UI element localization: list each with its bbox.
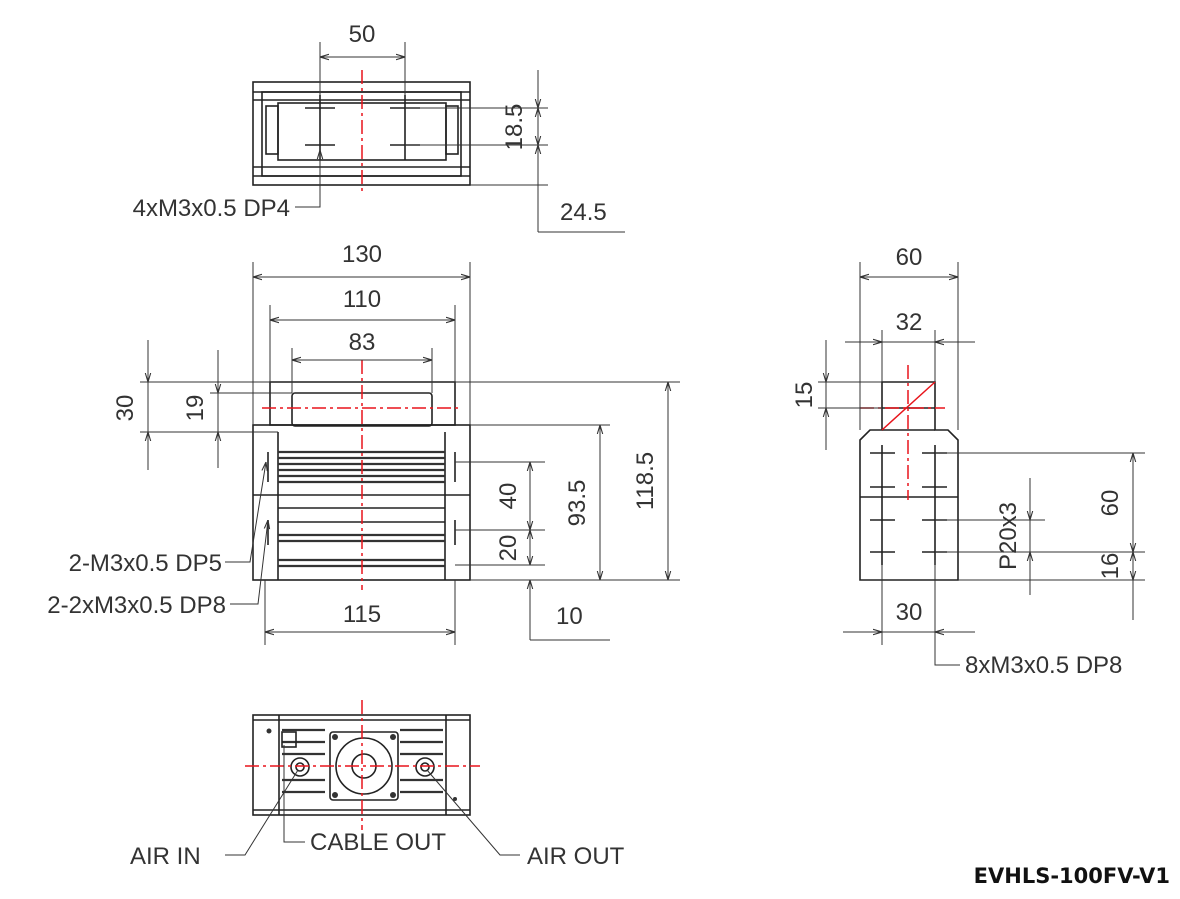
- dim-10: 10: [556, 603, 583, 630]
- bottom-view: AIR IN CABLE OUT AIR OUT: [130, 700, 625, 870]
- dim-32: 32: [896, 309, 923, 336]
- dim-20: 20: [495, 535, 522, 562]
- dim-60-right: 60: [1097, 490, 1124, 517]
- dim-50: 50: [349, 21, 376, 48]
- side-view: 60 32 15 60 16 P20x3 30 8xM3x0.5 DP8: [791, 244, 1145, 679]
- air-out-label: AIR OUT: [527, 843, 625, 870]
- dim-130: 130: [342, 241, 382, 268]
- cable-out-label: CABLE OUT: [310, 829, 446, 856]
- air-in-label: AIR IN: [130, 843, 201, 870]
- dim-24-5: 24.5: [560, 199, 607, 226]
- dim-40: 40: [495, 483, 522, 510]
- dim-30-side: 30: [896, 599, 923, 626]
- dim-pitch: P20x3: [995, 502, 1022, 570]
- dim-118-5: 118.5: [632, 452, 659, 510]
- hole-label-top: 4xM3x0.5 DP4: [133, 195, 290, 222]
- dim-30: 30: [112, 395, 139, 422]
- dim-83: 83: [349, 329, 376, 356]
- dim-115: 115: [343, 601, 381, 628]
- drawing-title: EVHLS-100FV-V1: [974, 864, 1170, 888]
- dim-18-5: 18.5: [501, 104, 528, 151]
- hole-label-side: 8xM3x0.5 DP8: [965, 652, 1122, 679]
- dim-60-top: 60: [896, 244, 923, 271]
- dim-93-5: 93.5: [564, 480, 591, 527]
- front-view: 130 110 83 30 19 40 20 10 93.5 118.5: [47, 241, 680, 645]
- dim-19: 19: [182, 395, 209, 422]
- dim-110: 110: [343, 286, 381, 313]
- top-view: 50 18.5 24.5 4xM3x0.5 DP4: [133, 21, 625, 233]
- air-in-fitting: [290, 757, 310, 777]
- dim-15: 15: [791, 382, 818, 409]
- hole-label-front-2: 2-2xM3x0.5 DP8: [47, 592, 226, 619]
- hole-label-front-1: 2-M3x0.5 DP5: [69, 550, 222, 577]
- dim-16: 16: [1097, 553, 1124, 580]
- air-out-fitting: [415, 757, 435, 777]
